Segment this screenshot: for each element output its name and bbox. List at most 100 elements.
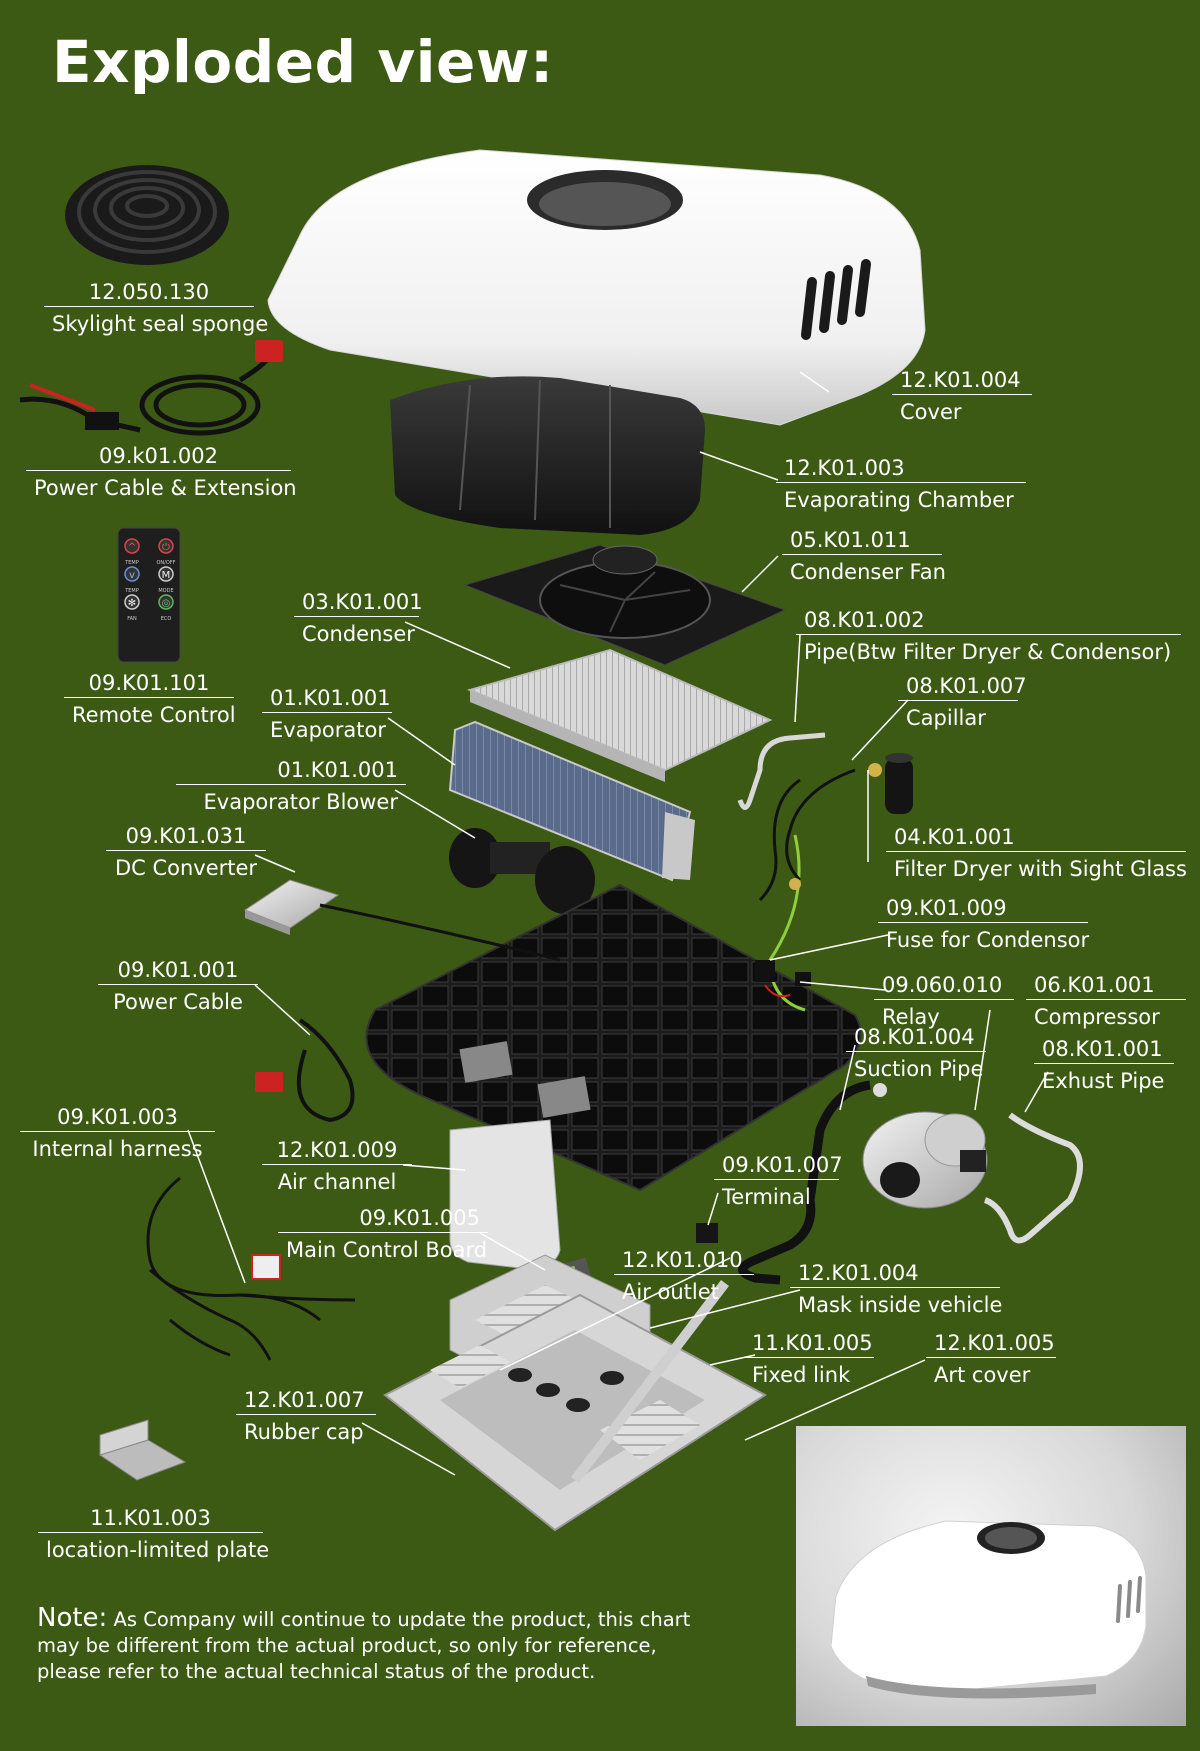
part-code: 12.K01.003 xyxy=(784,456,905,480)
part-name: Cover xyxy=(892,394,1032,423)
internal-harness-illustration xyxy=(146,1176,356,1361)
part-name: location-limited plate xyxy=(38,1532,269,1561)
evaporator-illustration xyxy=(448,720,695,882)
part-label-air-outlet: 12.K01.010 Air outlet xyxy=(614,1250,754,1303)
terminal-illustration xyxy=(696,1223,718,1243)
compressor-illustration xyxy=(862,1111,988,1209)
part-name: Power Cable xyxy=(98,984,258,1013)
part-name: Condenser Fan xyxy=(782,554,946,583)
condenser-fan-illustration xyxy=(463,544,787,666)
part-name: Pipe(Btw Filter Dryer & Condensor) xyxy=(796,634,1181,663)
part-name: Air outlet xyxy=(614,1274,754,1303)
remote-symbol-5: ✻ xyxy=(128,598,136,609)
part-name: Terminal xyxy=(714,1179,839,1208)
part-name: Fuse for Condensor xyxy=(878,922,1089,951)
base-tray-illustration xyxy=(365,883,862,1192)
part-code: 11.K01.005 xyxy=(752,1331,873,1355)
suction-pipe-fitting xyxy=(873,1083,887,1097)
part-label-exhust-pipe: 08.K01.001 Exhust Pipe xyxy=(1034,1039,1174,1092)
part-label-compressor: 06.K01.001 Compressor xyxy=(1026,975,1186,1028)
part-name: Remote Control xyxy=(64,697,236,726)
part-name: Evaporator xyxy=(262,712,392,741)
part-code: 12.K01.009 xyxy=(276,1138,398,1162)
part-code: 12.050.130 xyxy=(88,280,210,304)
part-name: Rubber cap xyxy=(236,1414,376,1443)
part-name: Skylight seal sponge xyxy=(44,306,268,335)
part-label-dc-converter: 09.K01.031 DC Converter xyxy=(106,826,266,879)
part-code: 09.K01.001 xyxy=(117,958,239,982)
remote-control-illustration xyxy=(117,527,181,663)
part-label-power-cable-extension: 09.k01.002 Power Cable & Extension xyxy=(26,444,297,499)
part-code: 08.K01.007 xyxy=(906,674,1027,698)
part-label-skylight-seal-sponge: 12.050.130 Skylight seal sponge xyxy=(44,280,268,335)
part-label-evaporating-chamber: 12.K01.003 Evaporating Chamber xyxy=(776,458,1026,511)
leader-lines xyxy=(187,371,1049,1476)
part-name: Filter Dryer with Sight Glass xyxy=(886,851,1187,880)
part-code: 03.K01.001 xyxy=(302,590,423,614)
exhaust-pipe-illustration xyxy=(983,1112,1083,1244)
part-code: 04.K01.001 xyxy=(894,825,1015,849)
rubber-cap-illustration xyxy=(508,1368,624,1412)
part-code: 09.060.010 xyxy=(882,973,1003,997)
part-label-capillar: 08.K01.007 Capillar xyxy=(898,674,1027,729)
remote-symbol-3: v xyxy=(129,570,135,581)
assembled-product-photo xyxy=(796,1426,1186,1726)
part-label-air-channel: 12.K01.009 Air channel xyxy=(262,1140,412,1193)
part-code: 09.K01.031 xyxy=(125,824,247,848)
part-code: 01.K01.001 xyxy=(270,686,391,710)
part-label-internal-harness: 09.K01.003 Internal harness xyxy=(20,1107,215,1160)
part-label-fixed-link: 11.K01.005 Fixed link xyxy=(744,1333,874,1386)
part-label-art-cover: 12.K01.005 Art cover xyxy=(926,1333,1056,1386)
note-text: As Company will continue to update the p… xyxy=(37,1608,691,1683)
part-name: Main Control Board xyxy=(278,1232,488,1261)
page-title: Exploded view: xyxy=(52,28,554,96)
part-code: 09.K01.009 xyxy=(886,896,1007,920)
part-label-condenser: 03.K01.001 Condenser xyxy=(294,590,423,645)
capillar-illustration xyxy=(785,768,856,890)
part-label-main-control-board: 09.K01.005 Main Control Board xyxy=(278,1208,488,1261)
power-cable-extension-illustration xyxy=(19,340,283,436)
remote-button-label-6: ECO xyxy=(161,616,172,622)
part-code: 09.k01.002 xyxy=(98,444,219,468)
power-cable-plug xyxy=(255,1072,283,1092)
part-code: 09.K01.005 xyxy=(359,1206,480,1230)
part-label-suction-pipe: 08.K01.004 Suction Pipe xyxy=(846,1027,986,1080)
suction-pipe-illustration xyxy=(738,1080,871,1285)
part-label-pipe-filter-condensor: 08.K01.002 Pipe(Btw Filter Dryer & Conde… xyxy=(796,610,1181,663)
remote-button-label-2: ON/OFF xyxy=(156,560,175,566)
assembled-unit-illustration xyxy=(830,1520,1147,1699)
part-code: 09.K01.101 xyxy=(88,671,210,695)
part-label-relay: 09.060.010 Relay xyxy=(874,975,1014,1028)
part-label-cover: 12.K01.004 Cover xyxy=(892,370,1032,423)
mask-inside-vehicle-illustration xyxy=(383,1293,767,1532)
part-name: Condenser xyxy=(294,616,419,645)
part-code: 08.K01.002 xyxy=(804,608,925,632)
harness-connector xyxy=(251,1254,281,1280)
part-name: Capillar xyxy=(898,700,1018,729)
remote-symbol-1: ^ xyxy=(128,542,136,553)
condenser-illustration xyxy=(466,648,773,782)
part-code: 11.K01.003 xyxy=(90,1506,211,1530)
part-label-power-cable: 09.K01.001 Power Cable xyxy=(98,960,258,1013)
location-limited-plate-illustration xyxy=(98,1419,187,1481)
disclaimer-note: Note: As Company will continue to update… xyxy=(37,1605,717,1685)
note-heading: Note: xyxy=(37,1603,108,1633)
remote-button-label-4: MODE xyxy=(158,588,173,594)
part-label-remote-control: 09.K01.101 Remote Control xyxy=(64,671,236,726)
cover-illustration xyxy=(267,149,926,426)
part-name: Air channel xyxy=(262,1164,412,1193)
part-label-mask-inside-vehicle: 12.K01.004 Mask inside vehicle xyxy=(790,1261,1002,1316)
part-name: Art cover xyxy=(926,1357,1056,1386)
evaporating-chamber-illustration xyxy=(390,376,705,535)
part-code: 09.K01.007 xyxy=(722,1153,843,1177)
skylight-seal-sponge-illustration xyxy=(65,165,229,265)
part-code: 12.K01.004 xyxy=(900,368,1021,392)
cables-illustration xyxy=(296,778,806,1123)
part-code: 12.K01.004 xyxy=(798,1261,919,1285)
remote-symbol-4: M xyxy=(162,570,171,581)
part-label-filter-dryer: 04.K01.001 Filter Dryer with Sight Glass xyxy=(886,825,1187,880)
pipe-filter-condensor-illustration xyxy=(737,732,826,810)
remote-button-label-5: FAN xyxy=(127,616,137,622)
